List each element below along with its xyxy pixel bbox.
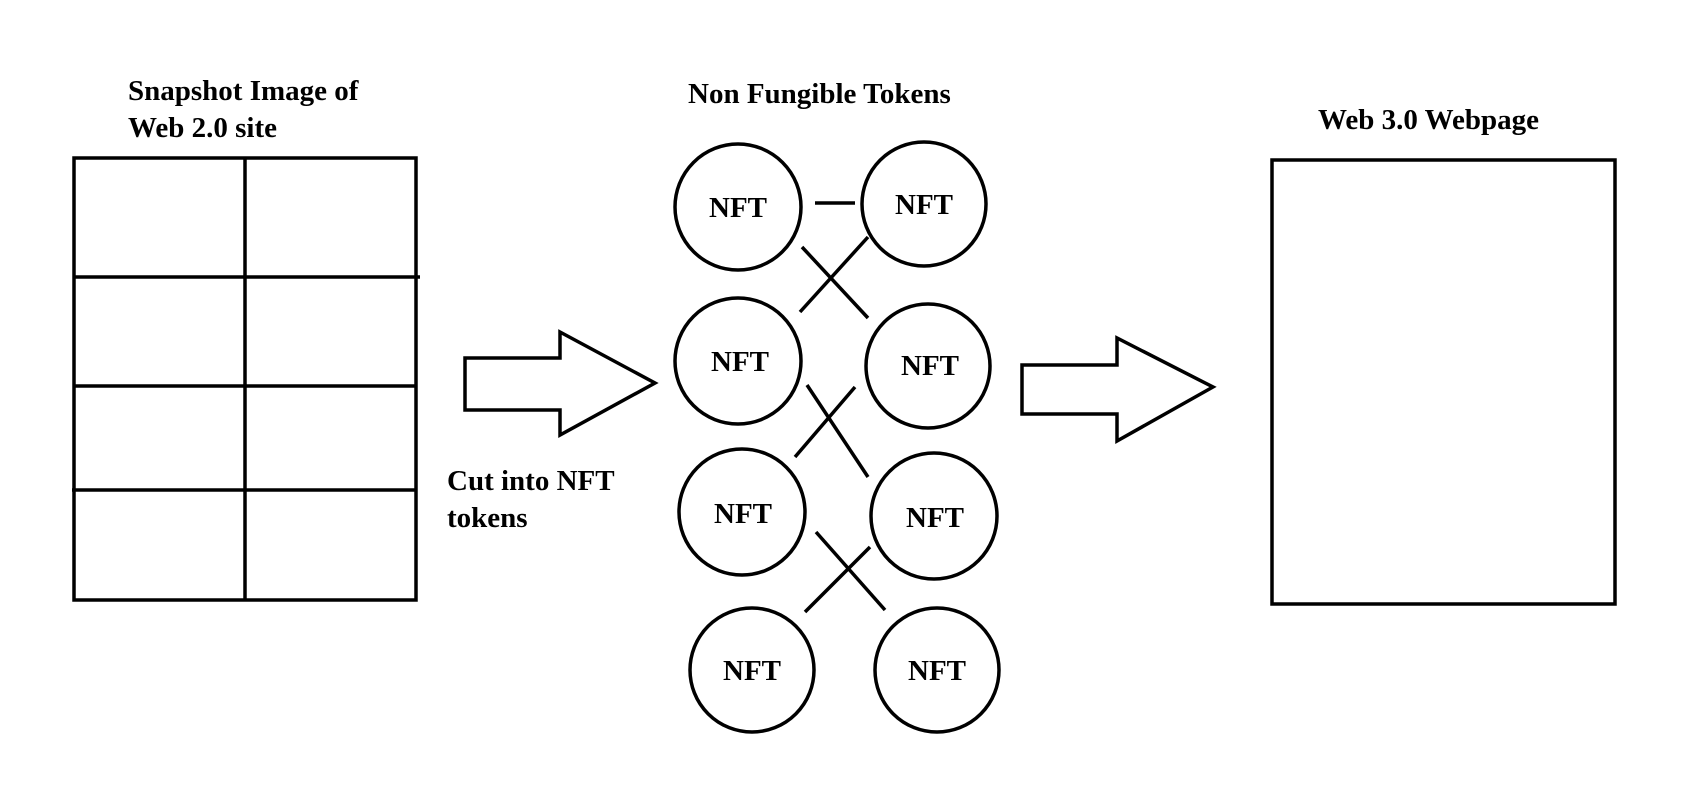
nft-token-label: NFT [901,350,959,382]
nft-connectors [793,201,887,614]
snapshot-title-line1: Snapshot Image of [128,75,359,107]
nft-token-circle [869,451,999,581]
nft-connector [803,545,872,614]
nft-connector [793,385,857,459]
nft-token-circle [688,606,816,734]
snapshot-grid [72,156,420,602]
nft-token-circle [860,140,988,268]
nft-token: NFT [864,302,992,430]
snapshot-title-line2: Web 2.0 site [128,112,277,144]
nft-token-label: NFT [895,189,953,221]
nft-token: NFT [673,296,803,426]
nft-connector [798,235,870,314]
nft-token: NFT [688,606,816,734]
nft-connector [800,245,870,320]
nft-token-circle [873,606,1001,734]
right-arrow-cut [463,329,659,438]
nft-token: NFT [673,142,803,272]
right-arrow-assemble [1020,335,1217,444]
nft-group-title: Non Fungible Tokens [688,78,951,110]
nft-token-circle [864,302,992,430]
nft-token-label: NFT [714,498,772,530]
nft-token: NFT [860,140,988,268]
nft-token-label: NFT [908,655,966,687]
nft-token: NFT [873,606,1001,734]
nft-connector [814,530,887,612]
webpage-title: Web 3.0 Webpage [1318,104,1539,136]
nft-token-label: NFT [723,655,781,687]
webpage-frame [1270,158,1617,606]
nft-token-circle [677,447,807,577]
nft-token-circle [673,142,803,272]
cut-label-line1: Cut into NFT [447,465,615,497]
nft-token-label: NFT [711,346,769,378]
cut-label-line2: tokens [447,502,528,534]
nft-token-label: NFT [906,502,964,534]
nft-token: NFT [677,447,807,577]
nft-token-label: NFT [709,192,767,224]
nft-connector [805,384,870,478]
nft-token-circle [673,296,803,426]
nft-token: NFT [869,451,999,581]
